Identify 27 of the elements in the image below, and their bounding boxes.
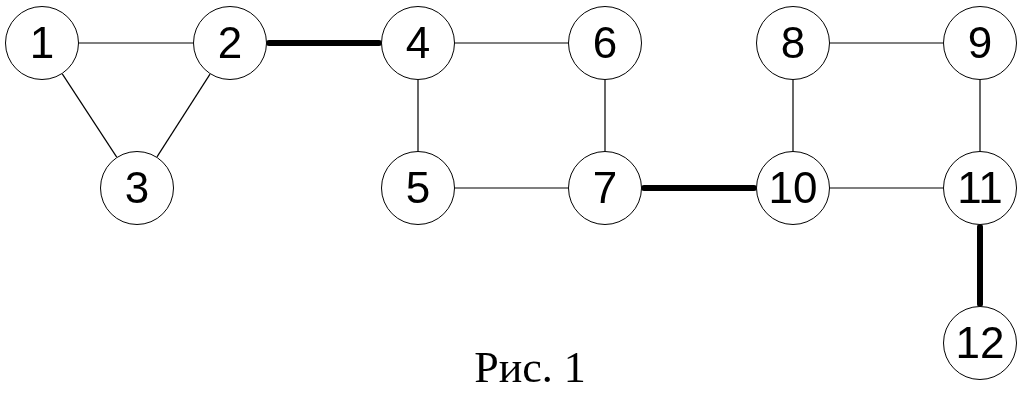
line bbox=[829, 42, 944, 44]
node-number: 8 bbox=[780, 21, 806, 65]
node-number: 10 bbox=[768, 166, 818, 210]
line bbox=[417, 79, 419, 152]
line bbox=[454, 187, 569, 189]
line bbox=[979, 79, 981, 152]
line bbox=[829, 187, 944, 189]
line bbox=[604, 79, 606, 152]
node-number: 3 bbox=[124, 166, 150, 210]
node-number: 7 bbox=[592, 166, 618, 210]
node-number: 4 bbox=[405, 21, 431, 65]
thick-line bbox=[266, 40, 382, 46]
line bbox=[61, 73, 118, 158]
node-number: 9 bbox=[967, 21, 993, 65]
caption: Рис. 1 bbox=[473, 346, 587, 390]
node-number: 1 bbox=[29, 21, 55, 65]
line bbox=[78, 42, 194, 44]
line bbox=[454, 42, 569, 44]
node-number: 12 bbox=[955, 321, 1005, 365]
thick-line bbox=[641, 185, 757, 191]
node-number: 2 bbox=[217, 21, 243, 65]
node-number: 11 bbox=[957, 166, 1003, 210]
node-number: 5 bbox=[405, 166, 431, 210]
node-number: 6 bbox=[592, 21, 618, 65]
thick-line bbox=[977, 224, 983, 307]
line bbox=[792, 79, 794, 152]
line bbox=[156, 73, 211, 158]
